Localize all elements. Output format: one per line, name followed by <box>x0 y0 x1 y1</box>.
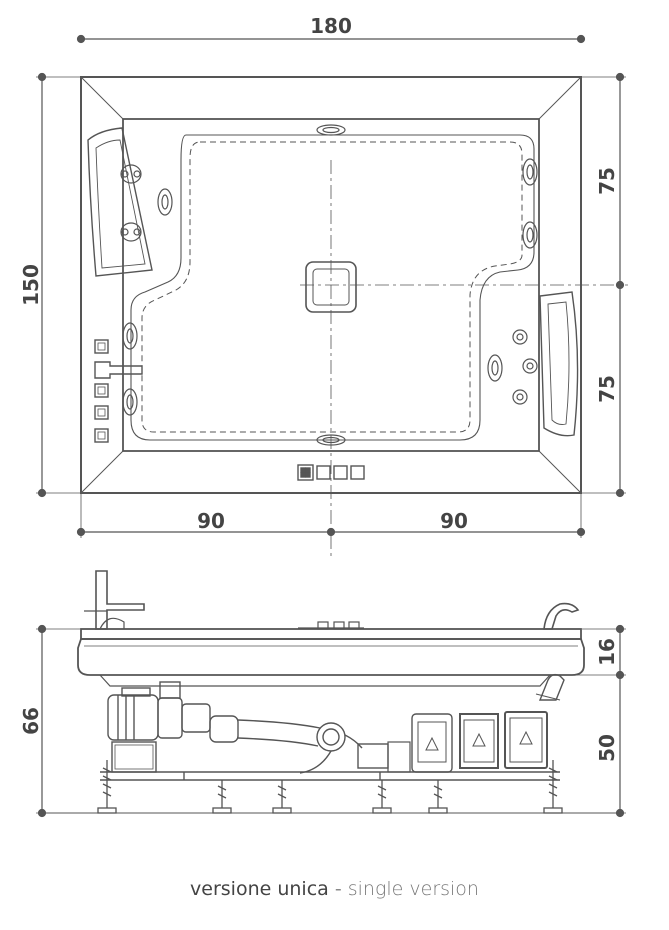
faucet-top-view <box>94 361 143 379</box>
dim-text-height-top: 75 <box>595 167 619 195</box>
side-view <box>36 570 626 818</box>
dim-line-width-total <box>76 34 586 44</box>
dim-line-width-split <box>76 494 586 538</box>
pump-hose <box>209 715 363 774</box>
side-control-buttons <box>94 339 109 443</box>
dim-text-height-total: 150 <box>19 264 43 306</box>
caption-separator: - <box>328 878 348 900</box>
faucet-side-view <box>95 570 145 630</box>
tub-body-profile <box>77 638 585 676</box>
dim-text-height-bottom: 75 <box>595 375 619 403</box>
headrest-side-right <box>543 602 580 630</box>
dim-line-side-total <box>36 624 100 818</box>
headrest-right <box>539 291 579 437</box>
tub-rim-profile <box>80 628 582 640</box>
center-axes <box>300 160 628 560</box>
caption-english: single version <box>347 878 479 900</box>
rim-bevel-lines <box>80 76 582 494</box>
base-frame <box>100 771 560 781</box>
headrest-left <box>87 127 153 277</box>
caption-italian: versione unica <box>190 878 329 900</box>
top-view <box>36 34 628 560</box>
dim-text-width-total: 180 <box>310 14 352 38</box>
control-panel-side <box>298 621 364 630</box>
electrical-control-boxes <box>411 711 548 773</box>
drain-pipe <box>538 673 565 701</box>
dim-text-rim-height: 16 <box>595 638 619 666</box>
basin-contour <box>130 134 535 441</box>
basin-floor-dashed <box>141 141 523 433</box>
caption: versione unica - single version <box>0 878 669 900</box>
dim-text-base-height: 50 <box>595 734 619 762</box>
junction-box <box>357 743 389 769</box>
dim-text-width-left: 90 <box>197 509 225 533</box>
basin-underside <box>99 674 551 687</box>
adjustable-feet <box>97 760 563 814</box>
pump-motor <box>107 681 211 773</box>
dim-text-width-right: 90 <box>440 509 468 533</box>
dim-line-height-total <box>36 72 80 498</box>
front-control-panel <box>297 464 365 481</box>
dim-text-side-total: 66 <box>19 707 43 735</box>
